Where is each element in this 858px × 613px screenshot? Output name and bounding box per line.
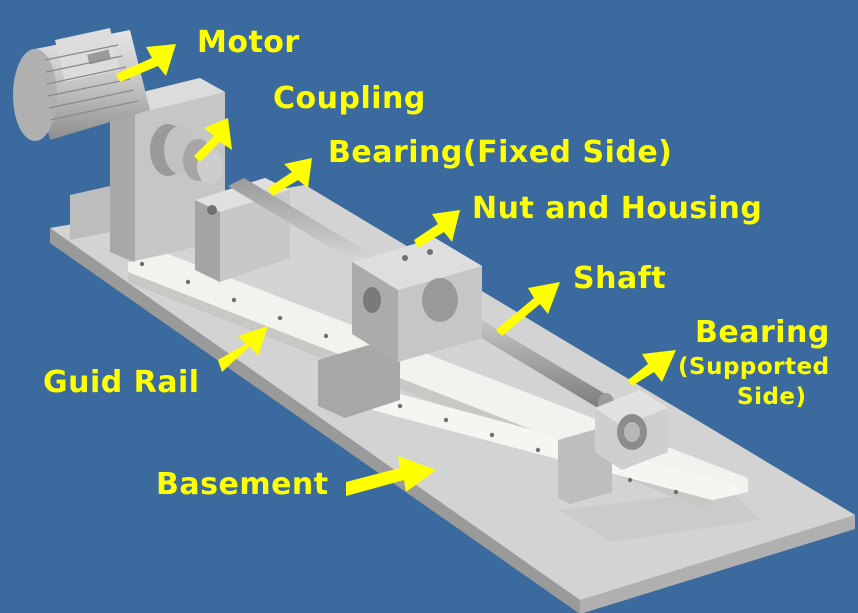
arrow-nut-housing: [414, 210, 460, 248]
arrow-guide-rail: [218, 326, 268, 372]
label-bearing-supported: Bearing: [695, 315, 830, 350]
label-coupling: Coupling: [273, 81, 426, 116]
arrow-coupling: [194, 118, 232, 162]
arrow-bearing-fixed: [268, 158, 312, 196]
bearing-supported-side: [558, 390, 668, 504]
label-basement: Basement: [156, 467, 329, 502]
label-motor: Motor: [197, 25, 300, 60]
bearing-fixed-side: [195, 178, 290, 282]
motor-fins: [44, 44, 139, 121]
label-bearing-supported-sub1: (Supported: [678, 354, 830, 380]
arrow-bearing-supported: [628, 350, 676, 386]
callout-arrows: [116, 44, 676, 496]
label-bearing-supported-sub2: Side): [737, 384, 807, 410]
label-guide-rail: Guid Rail: [43, 365, 200, 400]
label-shaft: Shaft: [573, 261, 667, 296]
motor-body: [13, 28, 150, 141]
nut-housing: [318, 238, 482, 418]
label-nut-and-housing: Nut and Housing: [472, 191, 763, 226]
label-bearing-fixed-side: Bearing(Fixed Side): [328, 135, 673, 170]
arrow-shaft: [496, 282, 560, 336]
arrow-basement: [346, 456, 436, 496]
arrow-motor: [116, 44, 176, 82]
